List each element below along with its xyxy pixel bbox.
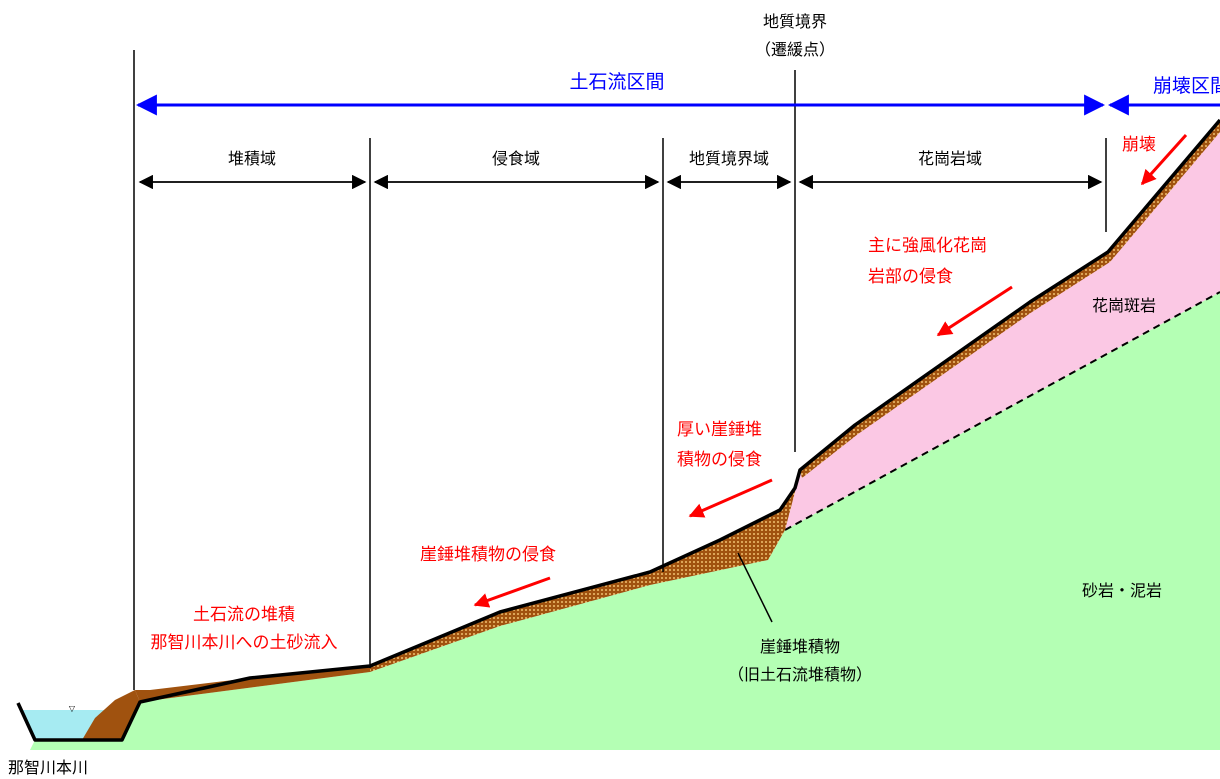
nachi-river-label: 那智川本川 xyxy=(8,758,88,777)
collapse-section-label: 崩壊区間 xyxy=(1153,75,1220,97)
granite-zone-label: 花崗岩域 xyxy=(918,149,982,168)
river-bank-deposit xyxy=(82,690,140,740)
collapse-arrow xyxy=(1140,133,1188,186)
water-level-symbol: ▽ xyxy=(69,704,76,713)
debris-flow-section-label: 土石流区間 xyxy=(569,71,664,93)
erosion-zone-label: 侵食域 xyxy=(492,149,540,168)
talus-erosion-label: 崖錘堆積物の侵食 xyxy=(420,545,556,565)
sandstone-mudstone-label: 砂岩・泥岩 xyxy=(1082,581,1162,600)
granite-erosion-arrow xyxy=(936,285,1013,337)
geologic-contact-dashed-line xyxy=(784,291,1220,531)
transition-point-label: （遷緩点） xyxy=(755,40,835,59)
geologic-boundary-label: 地質境界 xyxy=(763,12,827,31)
debris-flow-deposit xyxy=(135,666,370,702)
talus-leader-line xyxy=(737,552,773,623)
sandstone-mudstone-layer xyxy=(30,292,1220,750)
granite-erosion-label-1: 主に強風化花崗 xyxy=(868,236,987,256)
deposition-zone-label: 堆積域 xyxy=(228,149,276,168)
granite-porphyry-label: 花崗斑岩 xyxy=(1092,296,1156,315)
debris-deposition-label-2: 那智川本川への土砂流入 xyxy=(151,633,338,653)
old-debris-deposit-label: （旧土石流堆積物） xyxy=(728,665,872,684)
collapse-process-label: 崩壊 xyxy=(1122,135,1156,155)
thick-talus-erosion-label-2: 積物の侵食 xyxy=(677,450,762,470)
ground-surface-line xyxy=(16,118,1220,742)
weathered-layer-upper xyxy=(800,120,1220,478)
talus-deposit-label: 崖錘堆積物 xyxy=(760,637,840,656)
thick-talus-erosion-label-1: 厚い崖錘堆 xyxy=(677,420,762,440)
boundary-zone-label: 地質境界域 xyxy=(689,149,769,168)
talus-erosion-arrow xyxy=(473,576,551,608)
thick-talus-erosion-arrow xyxy=(688,478,773,518)
granite-erosion-label-2: 岩部の侵食 xyxy=(868,267,953,287)
debris-deposition-label-1: 土石流の堆積 xyxy=(193,605,295,625)
